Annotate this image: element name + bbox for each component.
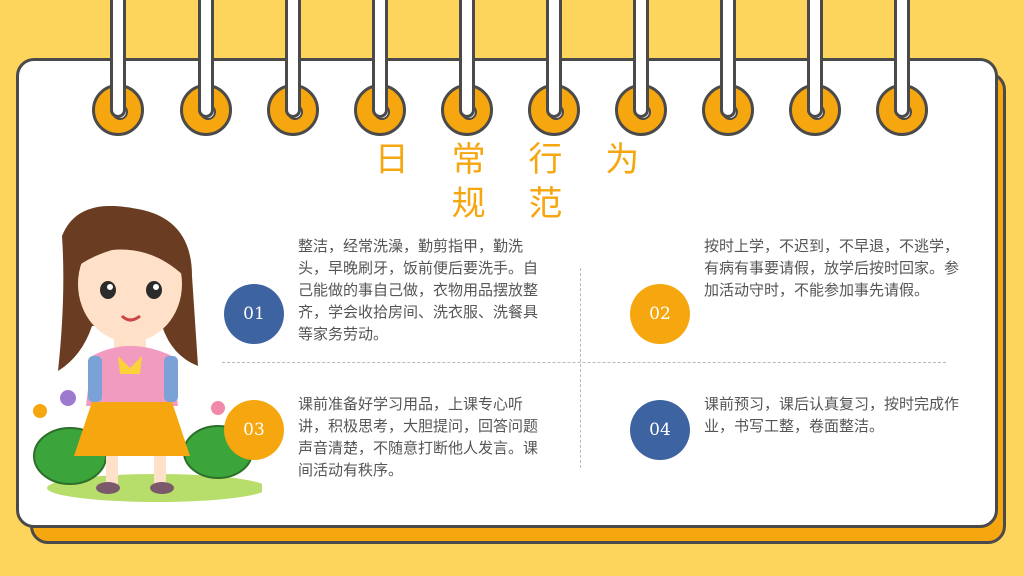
spiral-wire-icon bbox=[285, 0, 301, 118]
divider-vertical bbox=[580, 268, 581, 468]
spiral-wire-icon bbox=[372, 0, 388, 118]
item-02-text: 按时上学，不迟到，不早退，不逃学，有病有事要请假，放学后按时回家。参加活动守时，… bbox=[704, 237, 960, 299]
badge-04: 04 bbox=[630, 400, 690, 460]
spiral-wire-icon bbox=[807, 0, 823, 118]
badge-02: 02 bbox=[630, 284, 690, 344]
spiral-wire-icon bbox=[459, 0, 475, 118]
spiral-wire-icon bbox=[546, 0, 562, 118]
badge-03: 03 bbox=[224, 400, 284, 460]
spiral-wire-icon bbox=[633, 0, 649, 118]
divider-horizontal bbox=[222, 362, 946, 363]
spiral-wire-icon bbox=[198, 0, 214, 118]
badge-01: 01 bbox=[224, 284, 284, 344]
page-title: 日 常 行 为 规 范 bbox=[374, 140, 656, 224]
spiral-wire-icon bbox=[894, 0, 910, 118]
item-03-text: 课前准备好学习用品，上课专心听讲，积极思考，大胆提问，回答问题声音清楚，不随意打… bbox=[298, 395, 539, 479]
item-01-text: 整洁，经常洗澡，勤剪指甲，勤洗头，早晚刷牙，饭前便后要洗手。自己能做的事自己做，… bbox=[298, 237, 539, 343]
spiral-wire-icon bbox=[720, 0, 736, 118]
girl-illustration-icon bbox=[33, 206, 262, 502]
spiral-wire-icon bbox=[110, 0, 126, 118]
item-04-text: 课前预习，课后认真复习，按时完成作业，书写工整，卷面整洁。 bbox=[704, 395, 960, 435]
